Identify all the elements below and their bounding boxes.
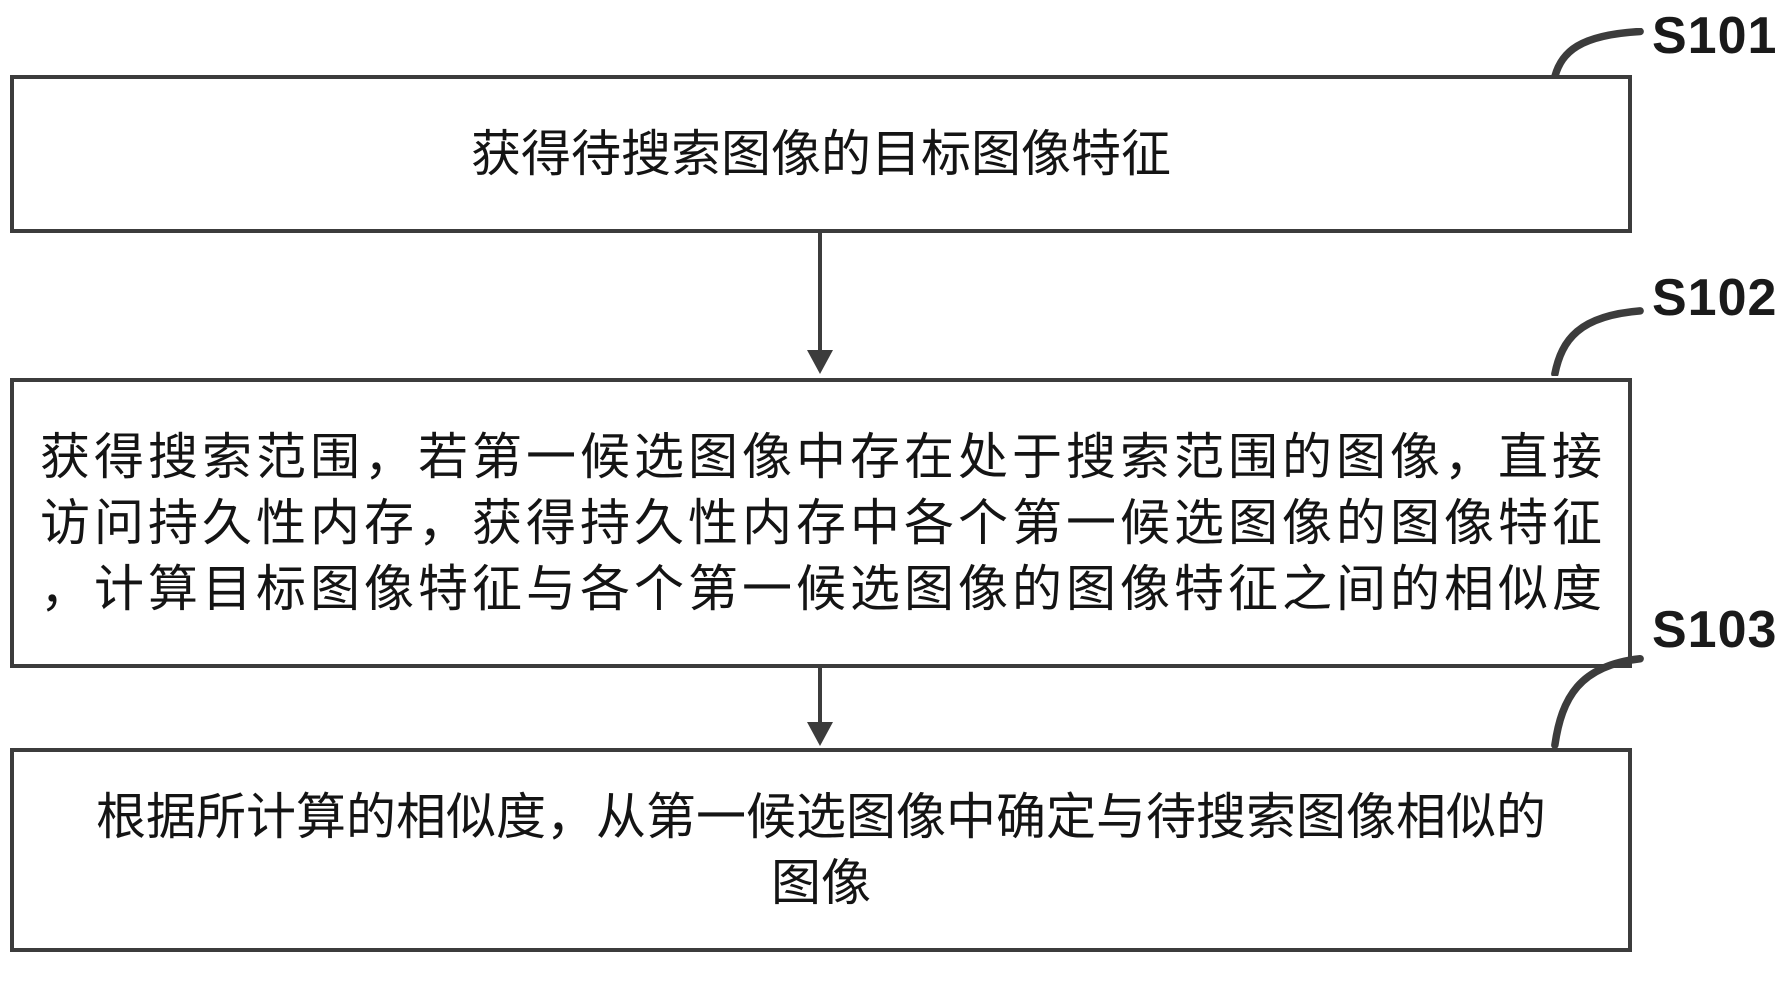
step-label-s101: S101: [1652, 7, 1776, 65]
flow-step-2-text-line-2: 访问持久性内存，获得持久性内存中各个第一候选图像的图像特征: [40, 495, 1602, 551]
flow-step-2-text-line-1: 获得搜索范围，若第一候选图像中存在处于搜索范围的图像，直接: [40, 429, 1602, 485]
flow-arrow-1: [806, 229, 834, 374]
arrow-head-icon: [807, 722, 833, 746]
arrow-shaft: [818, 229, 822, 350]
flow-step-1-text: 获得待搜索图像的目标图像特征: [471, 126, 1171, 182]
connector-curve-s102: [1548, 306, 1646, 376]
flow-step-2-box: 获得搜索范围，若第一候选图像中存在处于搜索范围的图像，直接 访问持久性内存，获得…: [10, 378, 1632, 668]
step-label-s103: S103: [1652, 601, 1776, 659]
arrow-shaft: [818, 664, 822, 722]
flow-arrow-2: [806, 664, 834, 746]
flow-step-2-text-line-3: ，计算目标图像特征与各个第一候选图像的图像特征之间的相似度: [40, 561, 1602, 617]
connector-curve-s101: [1548, 28, 1646, 78]
flow-step-3-text-line-1: 根据所计算的相似度，从第一候选图像中确定与待搜索图像相似的: [96, 789, 1546, 845]
flow-step-3-text-line-2: 图像: [771, 855, 871, 911]
flow-step-3-box: 根据所计算的相似度，从第一候选图像中确定与待搜索图像相似的 图像: [10, 748, 1632, 952]
connector-curve-s103: [1548, 652, 1646, 748]
step-label-s102: S102: [1652, 269, 1776, 327]
flow-step-1-box: 获得待搜索图像的目标图像特征: [10, 75, 1632, 233]
arrow-head-icon: [807, 350, 833, 374]
